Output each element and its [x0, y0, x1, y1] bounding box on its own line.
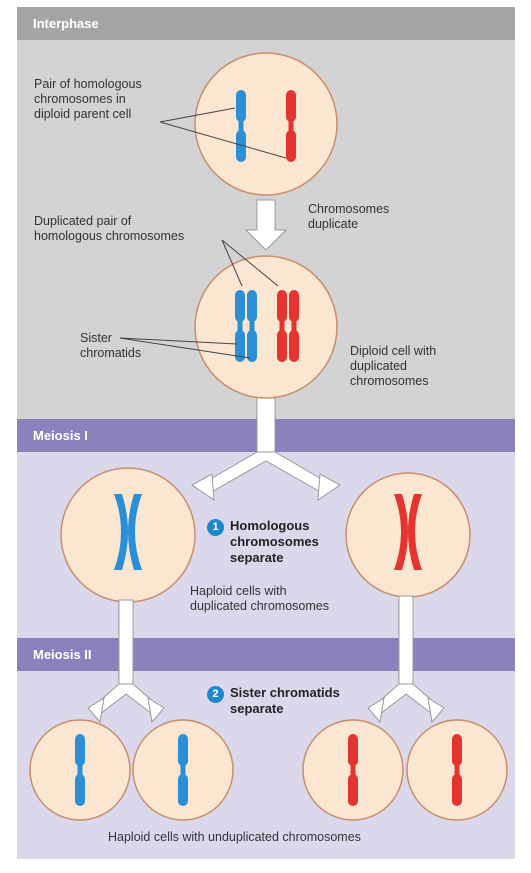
meiosis-2-split-arrow-right: [367, 595, 445, 724]
haploid-cell-blue: [60, 467, 196, 603]
meiosis-2-header: Meiosis II: [17, 638, 515, 671]
chromosomes-duplicate-label: Chromosomes duplicate: [308, 202, 390, 231]
meiosis-2-split-arrow-left: [87, 599, 165, 724]
step-1-text: Homologous chromosomes separate: [230, 518, 319, 565]
meiosis-1-split-arrow: [191, 451, 341, 501]
interphase-header: Interphase: [17, 7, 515, 40]
diploid-cell-label: Diploid cell with duplicated chromosomes: [350, 344, 437, 388]
haploid-unduplicated-label: Haploid cells with unduplicated chromoso…: [108, 830, 361, 844]
parent-cell: [194, 52, 338, 196]
homologous-pair-label: Pair of homologous chromosomes in diploi…: [34, 77, 142, 121]
duplicated-cell: [194, 255, 338, 399]
step-2-text: Sister chromatids separate: [230, 685, 340, 716]
duplicated-pair-label: Duplicated pair of homologous chromosome…: [34, 214, 185, 243]
sister-chromatids-label: Sister chromatids: [80, 331, 142, 360]
duplicate-arrow: [244, 199, 288, 251]
step-1-number: 1: [207, 519, 224, 536]
pointer-lines: [119, 107, 287, 359]
x-chromosome-red: [394, 494, 422, 570]
x-chromosome-blue: [114, 494, 142, 570]
stem-arrow: [256, 395, 276, 457]
step-2-number: 2: [207, 686, 224, 703]
haploid-cell-red: [345, 472, 471, 598]
haploid-duplicated-label: Haploid cells with duplicated chromosome…: [190, 584, 329, 613]
